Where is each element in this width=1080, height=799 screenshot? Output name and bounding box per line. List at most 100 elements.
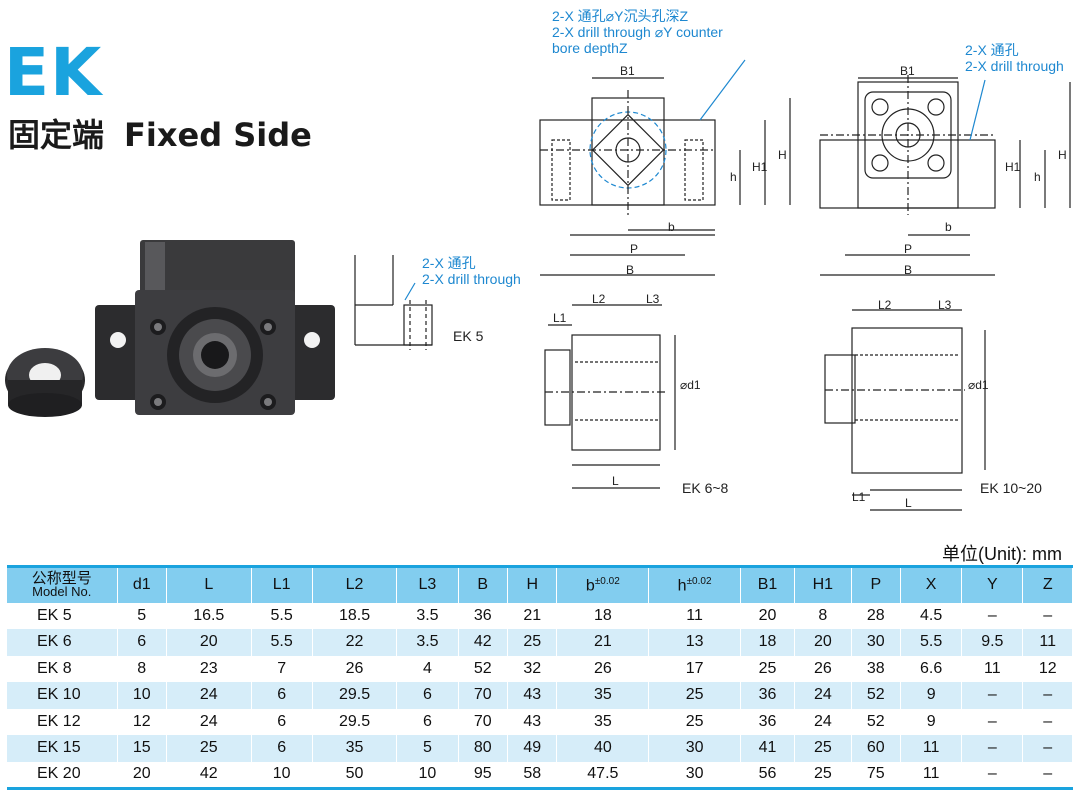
front-view-ek6-8 [539, 77, 791, 276]
header-x: X [900, 565, 963, 603]
table-cell: 11 [900, 735, 963, 762]
dim-l1-right: L1 [852, 490, 866, 504]
table-cell: – [1022, 735, 1073, 762]
ek5-label: EK 5 [453, 328, 484, 344]
header-h1: H1 [794, 565, 852, 603]
dim-hh-left: H [778, 148, 787, 162]
table-cell: 36 [740, 708, 796, 735]
dim-hh-right: H [1058, 148, 1067, 162]
table-cell: 40 [556, 735, 650, 762]
table-cell: 11 [648, 602, 741, 629]
lock-nut-image [5, 348, 85, 417]
table-cell: 25 [166, 735, 252, 762]
table-cell: 36 [458, 602, 509, 629]
table-cell: 20 [117, 761, 167, 790]
table-cell: 8 [117, 655, 167, 682]
dim-l-left: L [612, 474, 619, 488]
table-cell: 41 [740, 735, 796, 762]
side-view-ek10-20 [824, 309, 986, 511]
table-cell: 3.5 [396, 629, 459, 656]
table-cell: 23 [166, 655, 252, 682]
dim-b-small-right: b [945, 220, 952, 234]
ek5-note-en: 2-X drill through [422, 271, 521, 287]
table-cell: 42 [166, 761, 252, 790]
ek5-note: 2-X 通孔 2-X drill through [422, 255, 521, 287]
table-cell: 52 [458, 655, 509, 682]
header-d1: d1 [117, 565, 167, 603]
subtitle-en: Fixed Side [124, 116, 312, 154]
table-cell: 11 [1022, 629, 1073, 656]
dim-b1-right: B1 [900, 64, 915, 78]
table-cell-model: EK 10 [7, 682, 118, 709]
table-cell: 5.5 [251, 602, 313, 629]
table-cell: 9.5 [961, 629, 1024, 656]
table-cell: 30 [648, 735, 741, 762]
header-l3: L3 [396, 565, 459, 603]
dim-l3-left: L3 [646, 292, 660, 306]
header-model-en: Model No. [32, 584, 92, 600]
bearing-block-image [95, 240, 335, 415]
top-note-leader [699, 59, 746, 121]
header-l1: L1 [251, 565, 313, 603]
table-cell-model: EK 12 [7, 708, 118, 735]
table-cell: 18 [740, 629, 796, 656]
table-cell: 18.5 [312, 602, 398, 629]
header-b-tol: b±0.02 [556, 565, 650, 603]
table-cell: 26 [794, 655, 852, 682]
table-cell: 29.5 [312, 682, 398, 709]
dim-p-left: P [630, 242, 639, 256]
table-cell: 25 [507, 629, 558, 656]
side-view-ek6-8 [544, 304, 676, 489]
table-cell: 8 [794, 602, 852, 629]
dim-b-left: B [626, 263, 635, 277]
table-cell: 12 [1022, 655, 1073, 682]
dim-h1-right: H1 [1005, 160, 1021, 174]
header-b: B [458, 565, 509, 603]
table-cell: – [1022, 708, 1073, 735]
table-cell: 11 [900, 761, 963, 790]
table-cell: 30 [648, 761, 741, 790]
dim-h1-left: H1 [752, 160, 768, 174]
table-cell: 25 [794, 735, 852, 762]
table-cell: 29.5 [312, 708, 398, 735]
table-cell: 35 [556, 708, 650, 735]
product-photo [5, 240, 335, 417]
table-cell: 6 [251, 708, 313, 735]
table-cell: 43 [507, 682, 558, 709]
header-h-tolerance: ±0.02 [686, 575, 712, 587]
table-cell: 70 [458, 682, 509, 709]
table-cell: 12 [117, 708, 167, 735]
table-cell: 20 [740, 602, 796, 629]
table-cell: 56 [740, 761, 796, 790]
table-cell: 42 [458, 629, 509, 656]
table-cell: 21 [507, 602, 558, 629]
table-cell: 25 [648, 682, 741, 709]
table-cell: 35 [312, 735, 398, 762]
table-cell: 50 [312, 761, 398, 790]
dim-p-right: P [904, 242, 913, 256]
table-cell: 5 [396, 735, 459, 762]
table-cell: 5.5 [900, 629, 963, 656]
table-cell: 18 [556, 602, 650, 629]
ek1020-label: EK 10~20 [980, 480, 1042, 496]
table-cell: – [961, 682, 1024, 709]
table-cell: 10 [117, 682, 167, 709]
table-cell: 6 [396, 682, 459, 709]
table-cell: 24 [166, 708, 252, 735]
table-cell: 10 [396, 761, 459, 790]
table-cell: 24 [166, 682, 252, 709]
right-note-en: 2-X drill through [965, 58, 1064, 74]
dim-h-left: h [730, 170, 737, 184]
right-note: 2-X 通孔 2-X drill through [965, 42, 1064, 74]
table-cell: 47.5 [556, 761, 650, 790]
table-cell: 58 [507, 761, 558, 790]
ek5-note-cn: 2-X 通孔 [422, 255, 476, 271]
subtitle-cn: 固定端 [8, 116, 105, 154]
table-cell: – [961, 761, 1024, 790]
header-b-tolerance: ±0.02 [594, 575, 620, 587]
